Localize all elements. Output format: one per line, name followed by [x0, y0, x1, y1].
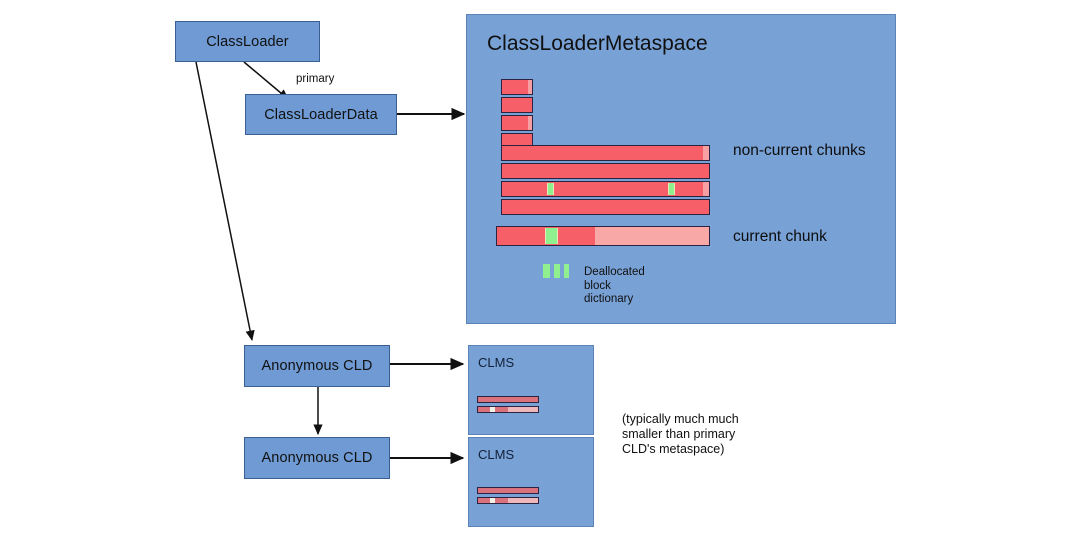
- current-chunk-free-space: [595, 227, 709, 245]
- non-current-chunk-bar: [501, 199, 710, 215]
- legend-deallocated-swatch: [564, 264, 569, 278]
- label-current-chunk: current chunk: [733, 228, 827, 245]
- clms-mini-chunk-free-space: [508, 407, 538, 412]
- chunk-tail-segment: [703, 146, 709, 160]
- clms-deallocated-block: [490, 498, 495, 503]
- node-classloader-label: ClassLoader: [206, 33, 289, 50]
- clms-mini-chunk-bar: [477, 396, 539, 403]
- chunk-tail-segment: [528, 80, 532, 94]
- edge-label-primary: primary: [296, 73, 335, 85]
- legend-deallocated-swatch: [543, 264, 550, 278]
- non-current-chunk-bar: [501, 181, 710, 197]
- chunk-tail-segment: [528, 116, 532, 130]
- node-classloaderdata-label: ClassLoaderData: [264, 106, 378, 123]
- edge-classloader-to-classloaderdata: [243, 61, 289, 100]
- non-current-chunk-bar: [501, 145, 710, 161]
- metaspace-panel-title: ClassLoaderMetaspace: [487, 32, 708, 55]
- clms-mini-chunk-free-space: [508, 498, 538, 503]
- label-non-current-chunks: non-current chunks: [733, 142, 866, 159]
- node-anonymous-cld-2[interactable]: Anonymous CLD: [244, 437, 390, 479]
- node-anonymous-cld-1[interactable]: Anonymous CLD: [244, 345, 390, 387]
- current-chunk-bar: [496, 226, 710, 246]
- chunk-tail-segment: [703, 182, 709, 196]
- clms-panel-1-title: CLMS: [478, 355, 515, 370]
- node-anonymous-cld-1-label: Anonymous CLD: [261, 358, 373, 374]
- deallocated-block: [547, 183, 554, 195]
- non-current-chunk-bar: [501, 97, 533, 113]
- clms-mini-chunk-bar: [477, 406, 539, 413]
- legend-deallocated-block-dictionary: Deallocated block dictionary: [584, 266, 645, 305]
- non-current-chunk-bar: [501, 115, 533, 131]
- edge-classloader-to-anonymous-cld: [195, 61, 255, 342]
- non-current-chunk-bar: [501, 79, 533, 95]
- node-classloader[interactable]: ClassLoader: [175, 21, 320, 62]
- deallocated-block: [668, 183, 675, 195]
- note-smaller-than-primary: (typically much much smaller than primar…: [622, 412, 739, 456]
- clms-panel-1: [468, 345, 594, 435]
- deallocated-block: [545, 228, 558, 244]
- non-current-chunk-bar: [501, 163, 710, 179]
- node-anonymous-cld-2-label: Anonymous CLD: [261, 450, 373, 466]
- clms-mini-chunk-bar: [477, 497, 539, 504]
- legend-deallocated-swatch: [554, 264, 560, 278]
- clms-mini-chunk-bar: [477, 487, 539, 494]
- clms-panel-2: [468, 437, 594, 527]
- node-classloaderdata[interactable]: ClassLoaderData: [245, 94, 397, 135]
- clms-deallocated-block: [490, 407, 495, 412]
- clms-panel-2-title: CLMS: [478, 447, 515, 462]
